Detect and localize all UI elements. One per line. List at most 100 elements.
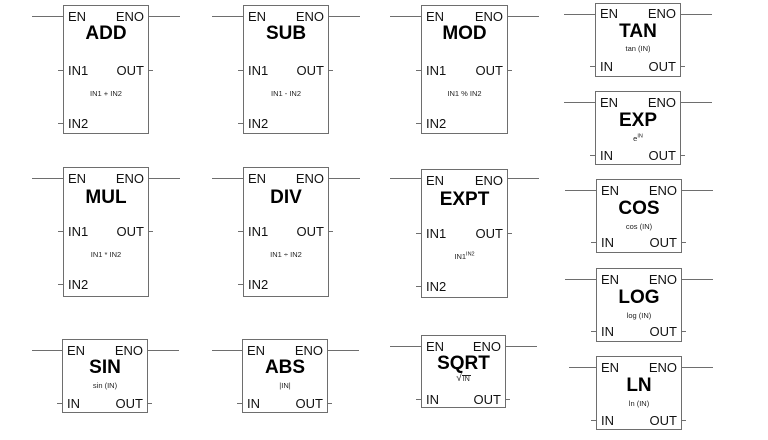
out-pin: OUT: [115, 396, 143, 411]
ln-out-wire: [681, 420, 686, 421]
exp-block[interactable]: EN ENO EXP eIN IN OUT: [595, 91, 681, 165]
in2-pin: IN2: [68, 277, 89, 292]
cos-out-wire: [681, 242, 686, 243]
out-pin: OUT: [296, 224, 324, 239]
ln-block[interactable]: EN ENO LN ln (IN) IN OUT: [596, 356, 682, 430]
expt-en-wire: [390, 178, 421, 179]
sqrt-en-wire: [390, 346, 421, 347]
eno-pin: ENO: [474, 173, 503, 188]
tan-out-wire: [680, 66, 685, 67]
out-pin: OUT: [648, 148, 676, 163]
block-formula: IN1 % IN2: [447, 89, 482, 98]
mul-in1-wire: [58, 231, 63, 232]
log-en-wire: [565, 279, 596, 280]
mod-block[interactable]: EN ENO MOD IN1 OUT IN1 % IN2 IN2: [421, 5, 508, 134]
log-out-wire: [681, 331, 686, 332]
cos-en-wire: [565, 190, 596, 191]
abs-in-wire: [237, 403, 242, 404]
abs-en-wire: [212, 350, 242, 351]
ln-in-wire: [591, 420, 596, 421]
eno-pin: ENO: [647, 95, 676, 110]
exp-eno-wire: [680, 102, 712, 103]
tan-block[interactable]: EN ENO TAN tan (IN) IN OUT: [595, 3, 681, 77]
block-name: SQRT: [437, 353, 490, 374]
expt-in1-wire: [416, 233, 421, 234]
en-pin: EN: [426, 339, 445, 354]
mod-eno-wire: [507, 16, 539, 17]
in2-pin: IN2: [248, 116, 269, 131]
block-formula: tan (IN): [625, 44, 651, 53]
sqrt-in-wire: [416, 399, 421, 400]
in-pin: IN: [600, 59, 613, 74]
eno-pin: ENO: [114, 343, 143, 358]
out-pin: OUT: [649, 324, 677, 339]
cos-in-wire: [591, 242, 596, 243]
eno-pin: ENO: [648, 360, 677, 375]
in1-pin: IN1: [248, 63, 269, 78]
formula-base: e: [633, 134, 638, 143]
exp-in-wire: [590, 155, 595, 156]
add-eno-wire: [148, 16, 180, 17]
add-block[interactable]: EN ENO ADD IN1 OUT IN1 + IN2 IN2: [63, 5, 149, 134]
div-eno-wire: [328, 178, 360, 179]
mul-eno-wire: [148, 178, 180, 179]
exp-en-wire: [564, 102, 595, 103]
abs-block[interactable]: EN ENO ABS |IN| IN OUT: [242, 339, 328, 413]
add-en-wire: [32, 16, 63, 17]
sqrt-eno-wire: [505, 346, 537, 347]
out-pin: OUT: [295, 396, 323, 411]
div-block[interactable]: EN ENO DIV IN1 OUT IN1 ÷ IN2 IN2: [243, 167, 329, 297]
sin-block[interactable]: EN ENO SIN sin (IN) IN OUT: [62, 339, 148, 413]
mul-out-wire: [148, 231, 153, 232]
sqrt-block[interactable]: EN ENO SQRT √IN IN OUT: [421, 335, 506, 408]
sub-eno-wire: [328, 16, 360, 17]
mul-in2-wire: [58, 284, 63, 285]
en-pin: EN: [68, 9, 87, 24]
in-pin: IN: [601, 235, 614, 250]
in1-pin: IN1: [68, 63, 89, 78]
in2-pin: IN2: [426, 116, 447, 131]
add-out-wire: [148, 70, 153, 71]
expt-block[interactable]: EN ENO EXPT IN1 OUT IN1IN2 IN2: [421, 169, 508, 298]
formula-base: IN1: [454, 252, 467, 261]
en-pin: EN: [426, 173, 445, 188]
in1-pin: IN1: [426, 226, 447, 241]
in1-pin: IN1: [68, 224, 89, 239]
mul-block[interactable]: EN ENO MUL IN1 OUT IN1 * IN2 IN2: [63, 167, 149, 297]
block-name: LN: [626, 375, 652, 396]
out-pin: OUT: [648, 59, 676, 74]
block-name: EXP: [618, 110, 658, 131]
eno-pin: ENO: [647, 6, 676, 21]
log-block[interactable]: EN ENO LOG log (IN) IN OUT: [596, 268, 682, 342]
eno-pin: ENO: [295, 9, 324, 24]
out-pin: OUT: [296, 63, 324, 78]
in-pin: IN: [67, 396, 80, 411]
sin-in-wire: [57, 403, 62, 404]
formula-exponent: IN2: [466, 251, 475, 258]
sin-en-wire: [32, 350, 62, 351]
block-name: DIV: [270, 187, 302, 208]
in1-pin: IN1: [426, 63, 447, 78]
cos-block[interactable]: EN ENO COS cos (IN) IN OUT: [596, 179, 682, 253]
en-pin: EN: [248, 171, 267, 186]
en-pin: EN: [67, 343, 86, 358]
eno-pin: ENO: [115, 9, 144, 24]
block-formula: eIN: [596, 134, 680, 143]
out-pin: OUT: [649, 413, 677, 428]
en-pin: EN: [247, 343, 266, 358]
eno-pin: ENO: [474, 9, 503, 24]
expt-in2-wire: [416, 286, 421, 287]
expt-out-wire: [507, 233, 512, 234]
div-in2-wire: [238, 284, 243, 285]
eno-pin: ENO: [294, 343, 323, 358]
out-pin: OUT: [116, 63, 144, 78]
sub-out-wire: [328, 70, 333, 71]
eno-pin: ENO: [648, 272, 677, 287]
in2-pin: IN2: [248, 277, 269, 292]
mod-in2-wire: [416, 123, 421, 124]
block-name: COS: [618, 198, 660, 219]
div-in1-wire: [238, 231, 243, 232]
en-pin: EN: [601, 272, 620, 287]
sub-block[interactable]: EN ENO SUB IN1 OUT IN1 - IN2 IN2: [243, 5, 329, 134]
ln-eno-wire: [681, 367, 713, 368]
